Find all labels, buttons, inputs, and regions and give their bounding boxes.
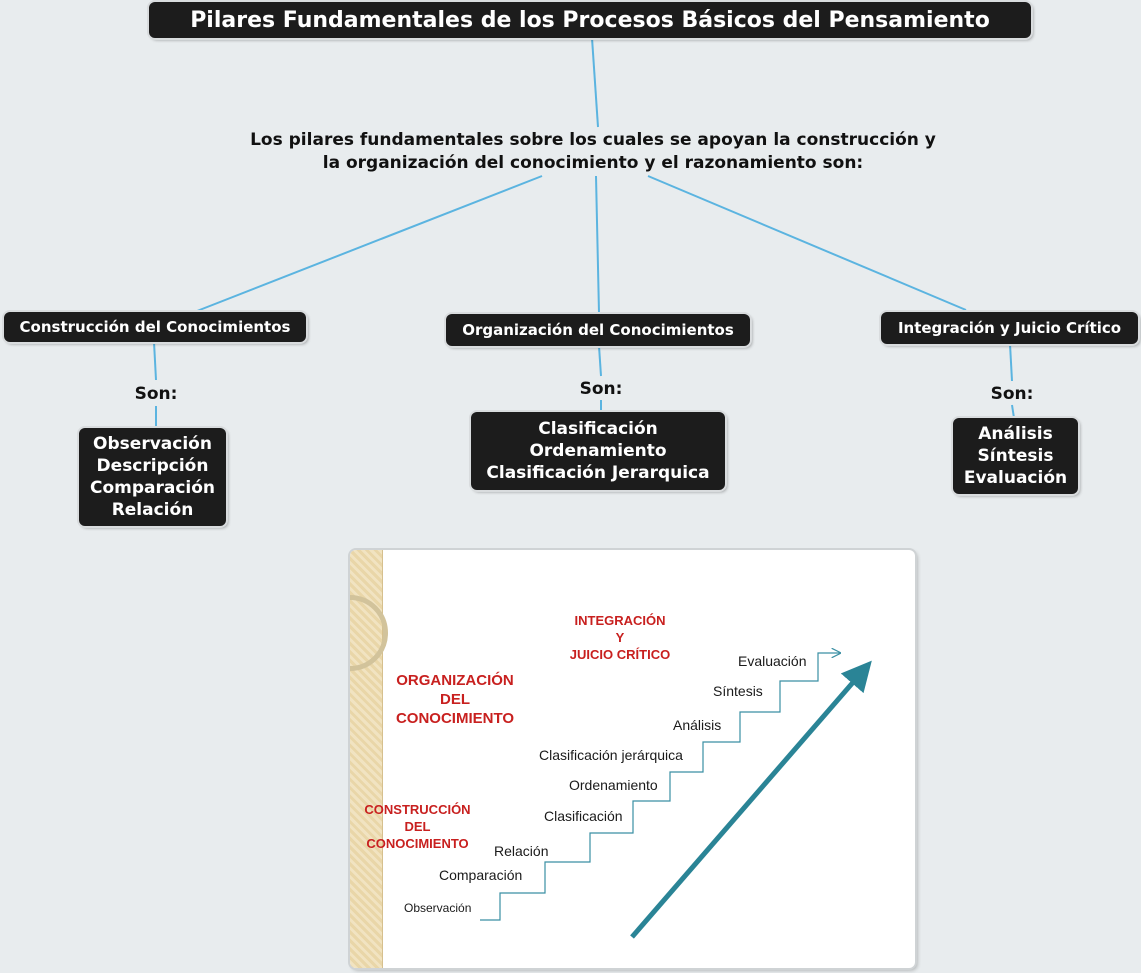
- category-organizacion: ORGANIZACIÓN DEL CONOCIMIENTO: [380, 671, 530, 728]
- category-line: DEL: [440, 691, 470, 708]
- category-line: INTEGRACIÓN: [574, 613, 666, 628]
- list-construccion: Observación Descripción Comparación Rela…: [79, 428, 226, 526]
- staircase-graphic: [480, 550, 872, 939]
- list-item: Clasificación Jerarquica: [486, 463, 710, 483]
- list-item: Análisis: [978, 424, 1053, 444]
- step-clasificacion: Clasificación: [544, 808, 623, 824]
- category-construccion: CONSTRUCCIÓN DEL CONOCIMIENTO: [355, 801, 480, 852]
- branch-construccion: Construcción del Conocimientos: [4, 312, 306, 342]
- step-ordenamiento: Ordenamiento: [569, 777, 658, 793]
- step-comparacion: Comparación: [439, 867, 523, 883]
- staircase-path: [480, 653, 840, 921]
- category-line: CONOCIMIENTO: [366, 836, 469, 851]
- list-item: Descripción: [96, 456, 209, 476]
- step-clasificacion-jerarquica: Clasificación jerárquica: [539, 747, 683, 763]
- category-line: JUICIO CRÍTICO: [569, 647, 671, 662]
- category-line: Y: [615, 630, 625, 645]
- page-title: Pilares Fundamentales de los Procesos Bá…: [149, 2, 1031, 38]
- list-item: Ordenamiento: [529, 441, 667, 461]
- category-integracion: INTEGRACIÓN Y JUICIO CRÍTICO: [540, 612, 700, 663]
- growth-arrow: [630, 660, 872, 939]
- category-line: CONOCIMIENTO: [395, 710, 515, 727]
- son-label-integracion: Son:: [990, 384, 1034, 404]
- category-line: DEL: [404, 819, 431, 834]
- list-item: Comparación: [89, 478, 216, 498]
- list-item: Observación: [93, 434, 212, 454]
- step-evaluacion: Evaluación: [738, 653, 807, 669]
- list-item: Síntesis: [977, 446, 1054, 466]
- category-line: ORGANIZACIÓN: [396, 672, 514, 689]
- step-observacion: Observación: [404, 901, 472, 915]
- staircase-slide: INTEGRACIÓN Y JUICIO CRÍTICO ORGANIZACIÓ…: [350, 550, 915, 968]
- list-item: Relación: [111, 500, 194, 520]
- son-label-construccion: Son:: [134, 384, 178, 404]
- branch-organizacion: Organización del Conocimientos: [446, 314, 750, 346]
- step-sintesis: Síntesis: [713, 683, 763, 699]
- step-analisis: Análisis: [673, 717, 722, 733]
- list-item: Clasificación: [538, 419, 658, 439]
- branch-integracion: Integración y Juicio Crítico: [881, 312, 1138, 344]
- step-relacion: Relación: [494, 843, 549, 859]
- intro-line-2: la organización del conocimiento y el ra…: [322, 153, 864, 173]
- list-integracion: Análisis Síntesis Evaluación: [953, 418, 1078, 494]
- intro-text: Los pilares fundamentales sobre los cual…: [200, 129, 986, 175]
- category-line: CONSTRUCCIÓN: [364, 802, 471, 817]
- intro-line-1: Los pilares fundamentales sobre los cual…: [250, 130, 936, 150]
- list-item: Evaluación: [963, 468, 1068, 488]
- list-organizacion: Clasificación Ordenamiento Clasificación…: [471, 412, 725, 490]
- son-label-organizacion: Son:: [579, 379, 623, 399]
